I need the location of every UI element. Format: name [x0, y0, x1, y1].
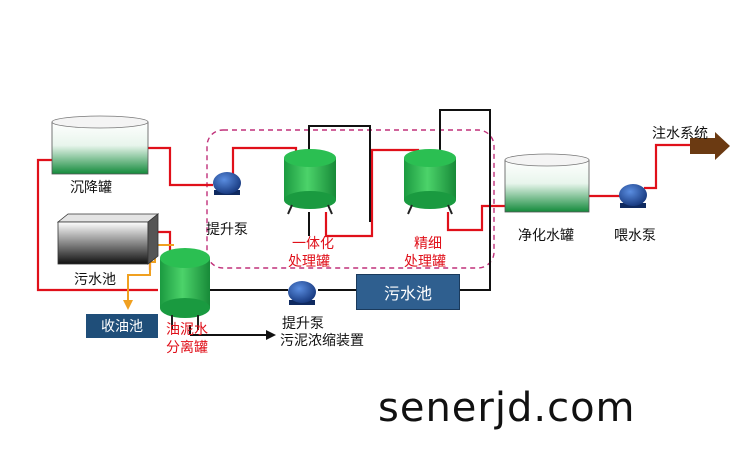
integrated-tank	[284, 149, 336, 215]
oil-tank-box: 收油池	[86, 314, 158, 338]
lift-pump-bottom	[288, 281, 316, 305]
injection-system-label: 注水系统	[652, 126, 708, 142]
treatment-zone-dashed-box	[206, 129, 495, 269]
integrated-tank-label-line1: 一体化	[292, 236, 334, 252]
integrated-tank-label-line2: 处理罐	[288, 254, 330, 270]
arrow-to-oil-tank	[123, 300, 133, 310]
lift-pump-bottom-label: 提升泵	[282, 316, 324, 332]
lift-pump-top-label: 提升泵	[206, 222, 248, 238]
separator-label-line2: 分离罐	[166, 340, 208, 356]
feed-pump	[619, 184, 647, 208]
sludge-device-label: 污泥浓缩装置	[280, 333, 364, 349]
lift-pump-top	[213, 172, 241, 195]
fine-tank-label-line2: 处理罐	[404, 254, 446, 270]
clean-tank-label: 净化水罐	[518, 228, 574, 244]
injection-arrow	[690, 132, 730, 160]
arrow-to-sludge-device	[266, 330, 276, 340]
separator-tank	[160, 248, 210, 330]
settling-tank	[51, 115, 149, 175]
black-pipes	[189, 109, 491, 336]
sewage-pool-left	[56, 213, 160, 265]
fine-tank-label-line1: 精细	[414, 236, 442, 252]
feed-pump-label: 喂水泵	[614, 228, 656, 244]
fine-tank	[404, 149, 456, 215]
separator-label-line1: 油泥水	[166, 322, 208, 338]
site-watermark: senerjd.com	[378, 385, 636, 431]
sewage-pool-left-label: 污水池	[74, 272, 116, 288]
settling-tank-label: 沉降罐	[70, 180, 112, 196]
clean-water-tank	[504, 153, 590, 213]
sewage-pool-mid-box: 污水池	[356, 274, 460, 310]
